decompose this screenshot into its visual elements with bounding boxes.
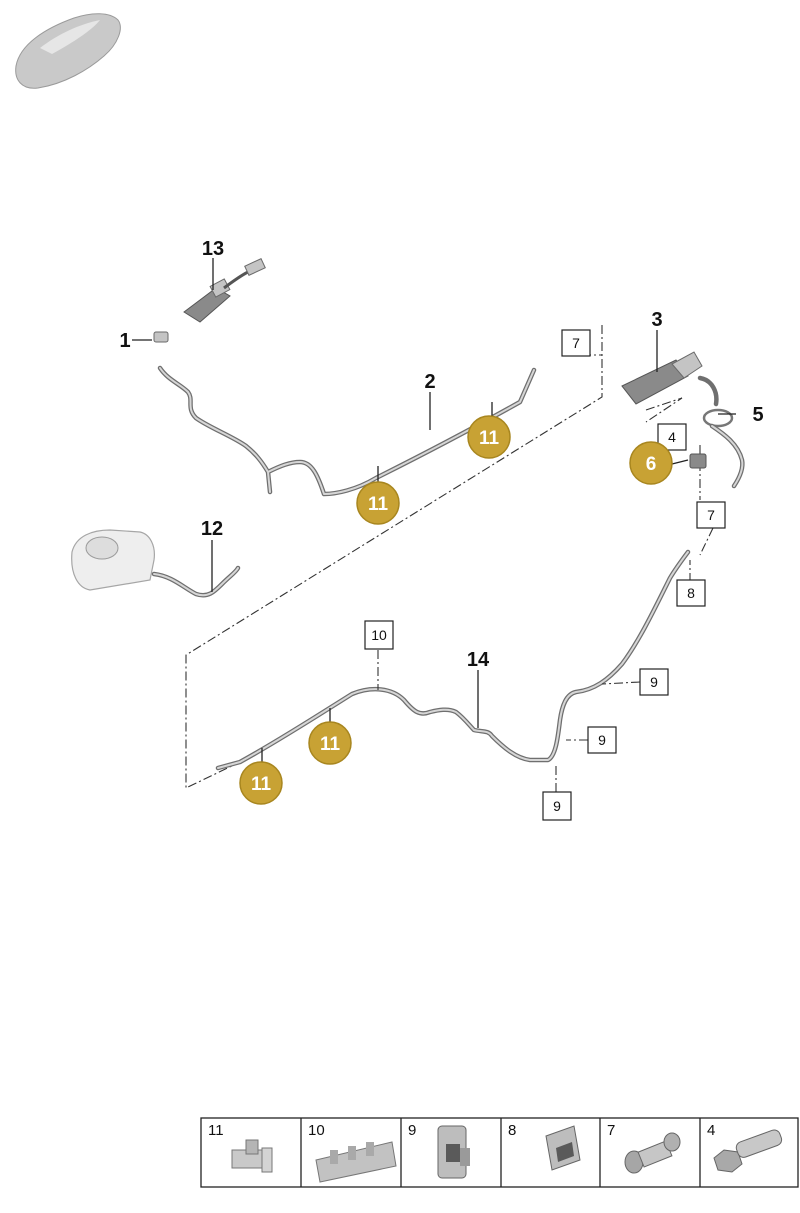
svg-text:11: 11: [479, 428, 500, 449]
legend-cell-7: 7: [607, 1122, 681, 1174]
svg-text:8: 8: [508, 1122, 516, 1139]
badge-11-lower-left: 11: [239, 761, 283, 805]
legend-cell-8: 8: [508, 1122, 581, 1171]
svg-text:11: 11: [320, 734, 341, 755]
legend-cell-10: 10: [308, 1122, 397, 1183]
boxed-ref-9-lower: 9: [542, 791, 572, 821]
badge-11-upper-right: 11: [467, 415, 511, 459]
boxed-ref-8: 8: [676, 579, 706, 607]
svg-text:7: 7: [707, 507, 715, 523]
brake-pipe-lower: [215, 549, 691, 771]
multi-clip-icon: [315, 1141, 397, 1183]
svg-text:10: 10: [308, 1122, 325, 1139]
svg-text:7: 7: [607, 1122, 615, 1139]
callout-1: 1: [119, 330, 130, 352]
car-thumbnail-icon: [15, 13, 121, 89]
boxed-ref-7-right: 7: [696, 501, 726, 529]
svg-text:11: 11: [208, 1122, 224, 1139]
badge-11-upper-left: 11: [356, 481, 400, 525]
callout-12: 12: [201, 518, 223, 540]
svg-text:10: 10: [371, 627, 387, 643]
connector-icon: [624, 1132, 681, 1174]
svg-text:11: 11: [251, 774, 272, 795]
legend-cell-9: 9: [408, 1122, 470, 1179]
brake-pipe-upper: [153, 331, 537, 497]
bracket-clip-icon: [437, 1125, 470, 1179]
svg-text:9: 9: [598, 732, 606, 748]
callout-3: 3: [651, 309, 662, 331]
svg-text:9: 9: [408, 1122, 416, 1139]
svg-text:4: 4: [668, 429, 676, 445]
svg-text:7: 7: [572, 335, 580, 351]
holder-clip-icon: [545, 1125, 581, 1171]
fitting-icon: [153, 331, 169, 343]
pressure-sensor-icon: [183, 258, 266, 323]
callout-5: 5: [752, 404, 763, 426]
boxed-ref-7-top: 7: [561, 329, 591, 357]
boxed-ref-9-middle: 9: [587, 726, 617, 754]
boxed-ref-10: 10: [364, 620, 394, 650]
legend-cell-11: 11: [208, 1122, 273, 1173]
leader-lines: [132, 258, 736, 792]
callout-numbers: 13 1 2 3 5 12 14: [119, 238, 763, 671]
boxed-references: 7 4 7 8 10 9 9 9: [364, 329, 726, 821]
svg-text:4: 4: [707, 1122, 715, 1139]
svg-text:11: 11: [368, 494, 389, 515]
clip-part-6-icon: [689, 453, 707, 469]
parts-legend: 11 10 9 8: [200, 1117, 799, 1188]
legend-cell-4: 4: [707, 1122, 783, 1173]
clutch-master-cylinder-icon: [621, 351, 719, 407]
callout-13: 13: [202, 238, 224, 260]
callout-14: 14: [467, 649, 490, 671]
svg-text:9: 9: [650, 674, 658, 690]
gold-badges: 11 11 6 11 11: [239, 415, 673, 805]
svg-text:9: 9: [553, 798, 561, 814]
fluid-reservoir-icon: [71, 529, 241, 598]
badge-6: 6: [629, 441, 673, 485]
svg-text:6: 6: [646, 454, 657, 475]
callout-2: 2: [424, 371, 435, 393]
boxed-ref-9-upper: 9: [639, 668, 669, 696]
clutch-hose-icon: [702, 408, 745, 489]
bolt-icon: [713, 1129, 783, 1173]
badge-11-lower-right: 11: [308, 721, 352, 765]
clip-icon: [231, 1139, 273, 1173]
svg-text:8: 8: [687, 585, 695, 601]
